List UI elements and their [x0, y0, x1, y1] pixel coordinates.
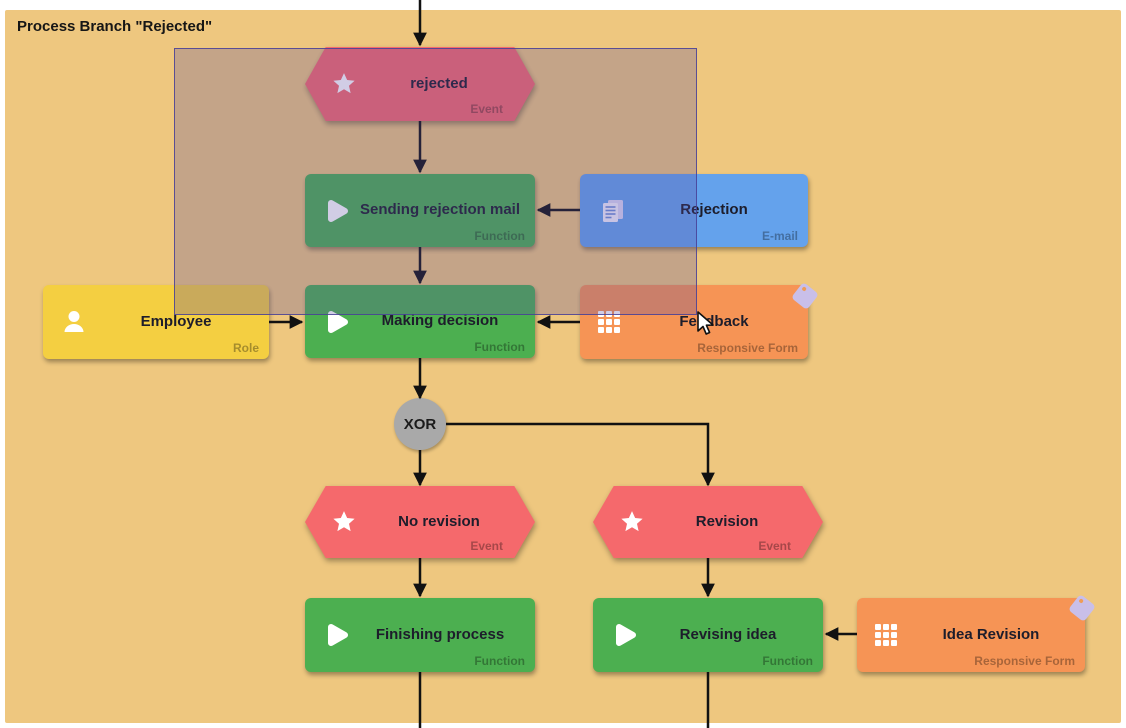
node-type-label: Event: [470, 102, 503, 116]
node-type-label: Function: [762, 654, 813, 668]
node-label: Sending rejection mail: [359, 201, 521, 219]
node-type-label: Responsive Form: [974, 654, 1075, 668]
node-label: Making decision: [381, 312, 499, 330]
star-icon: [619, 509, 645, 535]
node-function-making-decision[interactable]: Making decision Function: [305, 285, 535, 358]
node-label: Revision: [695, 512, 759, 530]
node-label: Revising idea: [679, 625, 777, 643]
node-type-label: Event: [470, 539, 503, 553]
play-icon: [321, 196, 351, 226]
play-icon: [609, 620, 639, 650]
node-type-label: Function: [474, 654, 525, 668]
node-label: Finishing process: [375, 625, 505, 643]
mail-document-icon: [596, 195, 628, 227]
node-form-idea-revision[interactable]: Idea Revision Responsive Form: [857, 598, 1085, 672]
edge-xor-to-revision[interactable]: [446, 422, 715, 487]
page-title: Process Branch "Rejected": [17, 18, 213, 35]
play-icon: [321, 620, 351, 650]
node-function-finishing-process[interactable]: Finishing process Function: [305, 598, 535, 672]
node-label: Rejection: [680, 201, 748, 219]
node-event-rejected[interactable]: rejected Event: [305, 47, 535, 121]
mouse-cursor: [694, 310, 718, 336]
node-label: Idea Revision: [942, 625, 1040, 643]
node-function-sending-rejection-mail[interactable]: Sending rejection mail Function: [305, 174, 535, 247]
node-label: rejected: [410, 74, 468, 92]
star-icon: [331, 71, 357, 97]
person-icon: [59, 307, 89, 337]
node-role-employee[interactable]: Employee Role: [43, 285, 269, 359]
grid-icon: [596, 309, 622, 335]
grid-icon: [873, 622, 899, 648]
node-email-rejection[interactable]: Rejection E-mail: [580, 174, 808, 247]
node-type-label: Role: [232, 341, 259, 355]
node-type-label: Function: [474, 229, 525, 243]
node-type-label: Function: [474, 340, 525, 354]
xor-label: XOR: [403, 415, 437, 433]
node-label: No revision: [398, 512, 480, 530]
xor-connector[interactable]: XOR: [394, 398, 446, 450]
node-label: Feedback: [679, 312, 749, 330]
selection-rectangle: [174, 48, 697, 315]
star-icon: [331, 509, 357, 535]
tag-icon: [789, 280, 821, 314]
node-type-label: Responsive Form: [697, 341, 798, 355]
node-event-revision[interactable]: Revision Event: [593, 486, 823, 558]
node-function-revising-idea[interactable]: Revising idea Function: [593, 598, 823, 672]
node-label: Employee: [140, 312, 212, 330]
node-form-feedback[interactable]: Feedback Responsive Form: [580, 285, 808, 359]
play-icon: [321, 307, 351, 337]
node-type-label: Event: [758, 539, 791, 553]
node-type-label: E-mail: [761, 229, 798, 243]
node-event-no-revision[interactable]: No revision Event: [305, 486, 535, 558]
tag-icon: [1066, 592, 1098, 626]
